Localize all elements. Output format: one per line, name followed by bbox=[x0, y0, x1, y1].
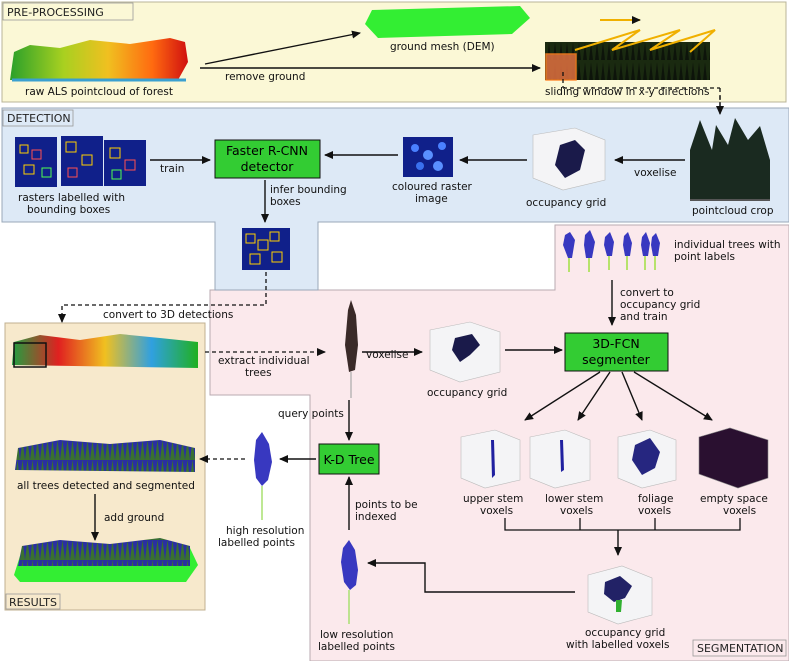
arrow-to-empty bbox=[633, 371, 713, 421]
train-1-label: train bbox=[160, 163, 184, 175]
raw-pointcloud-image bbox=[10, 38, 188, 82]
fcn-box bbox=[564, 332, 669, 372]
lower-stem-label-1: lower stem bbox=[545, 493, 603, 505]
ground-mesh-label: ground mesh (DEM) bbox=[390, 41, 495, 53]
foliage-label-1: foliage bbox=[638, 493, 674, 505]
convert-3d-label: convert to 3D detections bbox=[103, 309, 233, 321]
single-tree-image bbox=[345, 300, 358, 398]
low-res-label-1: low resolution bbox=[320, 629, 393, 641]
individual-trees-image bbox=[563, 230, 660, 272]
arrow-convert-3d bbox=[58, 272, 267, 323]
segmented-forest-image bbox=[15, 440, 195, 472]
rasters-labelled-label-1: rasters labelled with bbox=[18, 192, 125, 204]
sliding-window-label: sliding window in x-y directions bbox=[545, 86, 709, 98]
segmentation-title: SEGMENTATION bbox=[697, 642, 784, 655]
empty-space-label-2: voxels bbox=[723, 505, 756, 517]
lower-stem-voxels-image bbox=[529, 429, 591, 489]
high-res-label-2: labelled points bbox=[218, 537, 295, 549]
coloured-raster-label-1: coloured raster bbox=[392, 181, 473, 193]
individual-trees-label-2: point labels bbox=[674, 251, 735, 263]
kd-tree-label: K-D Tree bbox=[323, 452, 374, 467]
infer-boxes-label-1: infer bounding bbox=[270, 184, 347, 196]
arrow-to-upper-stem bbox=[524, 371, 601, 421]
arrow-to-lower-stem bbox=[577, 371, 611, 421]
kd-tree-box bbox=[318, 443, 380, 475]
arrow-to-foliage bbox=[621, 371, 643, 421]
empty-space-voxels-image bbox=[698, 427, 769, 489]
fcn-label-1: 3D-FCN bbox=[592, 336, 639, 351]
rasters-labelled-label-2: bounding boxes bbox=[27, 204, 110, 216]
infer-boxes-label-2: boxes bbox=[270, 196, 301, 208]
foliage-label-2: voxels bbox=[638, 505, 671, 517]
upper-stem-label-2: voxels bbox=[480, 505, 513, 517]
fcn-label-2: segmenter bbox=[582, 352, 651, 367]
all-trees-label: all trees detected and segmented bbox=[17, 480, 195, 492]
upper-stem-voxels-image bbox=[460, 429, 521, 489]
high-res-label-1: high resolution bbox=[226, 525, 304, 537]
preprocessing-title: PRE-PROCESSING bbox=[7, 6, 104, 19]
occupancy-grid-1-label: occupancy grid bbox=[526, 197, 606, 209]
lower-stem-label-2: voxels bbox=[560, 505, 593, 517]
final-forest-image bbox=[14, 538, 198, 582]
empty-space-label-1: empty space bbox=[700, 493, 768, 505]
faster-rcnn-box bbox=[214, 139, 321, 179]
voxelise-2-label: voxelise bbox=[366, 349, 408, 361]
occupancy-labelled-label-1: occupancy grid bbox=[585, 627, 665, 639]
occupancy-grid-2-image bbox=[429, 321, 501, 383]
convert-occupancy-label-3: and train bbox=[620, 311, 668, 323]
foliage-voxels-image bbox=[617, 429, 677, 489]
arrow-to-low-res bbox=[367, 559, 575, 593]
convert-occupancy-label-2: occupancy grid bbox=[620, 299, 700, 311]
points-indexed-label-1: points to be bbox=[355, 499, 418, 511]
ground-mesh-image bbox=[365, 6, 530, 38]
occupancy-labelled-label-2: with labelled voxels bbox=[566, 639, 669, 651]
detection-title: DETECTION bbox=[7, 112, 71, 125]
faster-rcnn-label-2: detector bbox=[241, 159, 295, 174]
pointcloud-crop-label: pointcloud crop bbox=[692, 205, 774, 217]
convert-occupancy-label-1: convert to bbox=[620, 287, 674, 299]
occupancy-grid-2-label: occupancy grid bbox=[427, 387, 507, 399]
raw-als-label: raw ALS pointcloud of forest bbox=[25, 86, 173, 98]
results-title: RESULTS bbox=[9, 596, 57, 609]
add-ground-label: add ground bbox=[104, 512, 164, 524]
sliding-window-image bbox=[545, 16, 716, 81]
pointcloud-crop-image bbox=[690, 118, 770, 201]
points-indexed-label-2: indexed bbox=[355, 511, 397, 523]
low-res-tree-image bbox=[341, 540, 358, 624]
extract-trees-label-2: trees bbox=[245, 367, 272, 379]
occupancy-grid-1-image bbox=[532, 127, 606, 191]
low-res-label-2: labelled points bbox=[318, 641, 395, 653]
remove-ground-label: remove ground bbox=[225, 71, 305, 83]
coloured-raster-label-2: image bbox=[415, 193, 448, 205]
merge-bracket bbox=[504, 518, 741, 531]
upper-stem-label-1: upper stem bbox=[463, 493, 523, 505]
occupancy-labelled-image bbox=[587, 565, 653, 625]
query-points-label: query points bbox=[278, 408, 344, 420]
labelled-rasters-image bbox=[15, 136, 146, 187]
inferred-raster-image bbox=[242, 228, 290, 270]
voxelise-1-label: voxelise bbox=[634, 167, 676, 179]
individual-trees-label-1: individual trees with bbox=[674, 239, 781, 251]
high-res-tree-image bbox=[254, 432, 272, 520]
faster-rcnn-label-1: Faster R-CNN bbox=[226, 143, 308, 158]
arrow-to-ground-mesh bbox=[204, 30, 361, 65]
detected-forest-image bbox=[12, 334, 198, 368]
extract-trees-label-1: extract individual bbox=[218, 355, 310, 367]
coloured-raster-image bbox=[403, 137, 453, 177]
